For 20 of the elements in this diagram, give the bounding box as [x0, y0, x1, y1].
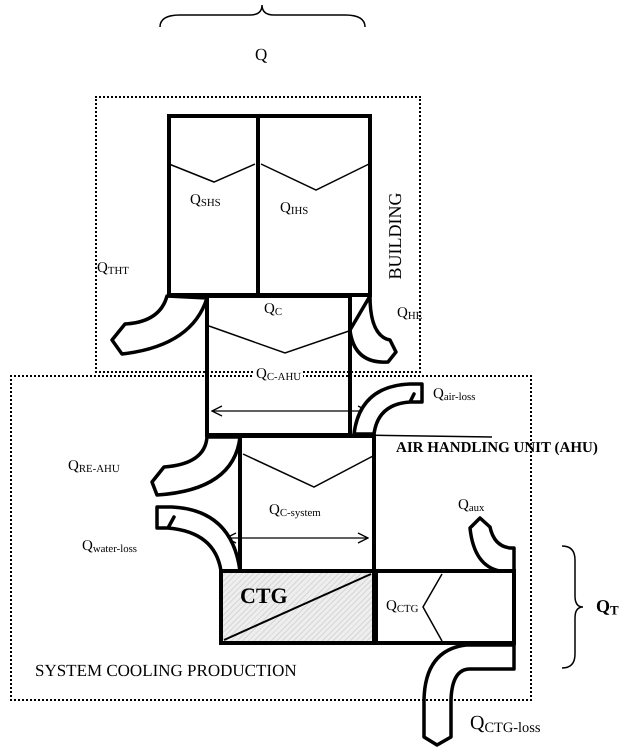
- zone-heading: BUILDING: [386, 192, 406, 280]
- flow-label: Q$_{CTG-loss}$: [470, 712, 540, 734]
- flow-label: Q$_{air-loss}$: [433, 386, 476, 402]
- flow-label: Q$_{water-loss}$: [82, 538, 138, 554]
- output-box: [374, 569, 516, 645]
- flow-label: Q$_{C-AHU}$: [254, 366, 304, 382]
- flow-label: Q$_{C-system}$: [269, 502, 321, 518]
- ahu-box: [205, 294, 352, 437]
- flow-label: Q$_{aux}$: [458, 497, 484, 514]
- flow-label: Q$_{SHS}$: [190, 192, 221, 208]
- unit-label: AIR HANDLING UNIT (AHU): [396, 440, 598, 456]
- total-label: Q: [255, 46, 268, 65]
- zone-heading: SYSTEM COOLING PRODUCTION: [35, 662, 297, 681]
- flow-label: Q$_{CTG}$: [386, 598, 418, 614]
- total-label: Q$_{T}$: [596, 597, 619, 617]
- unit-label: CTG: [240, 584, 288, 608]
- flow-label: Q$_{THT}$: [97, 260, 129, 276]
- flow-label: Q$_{C}$: [264, 301, 282, 318]
- flow-label: Q$_{RE-AHU}$: [68, 458, 120, 474]
- flow-label: Q$_{IHS}$: [280, 200, 308, 216]
